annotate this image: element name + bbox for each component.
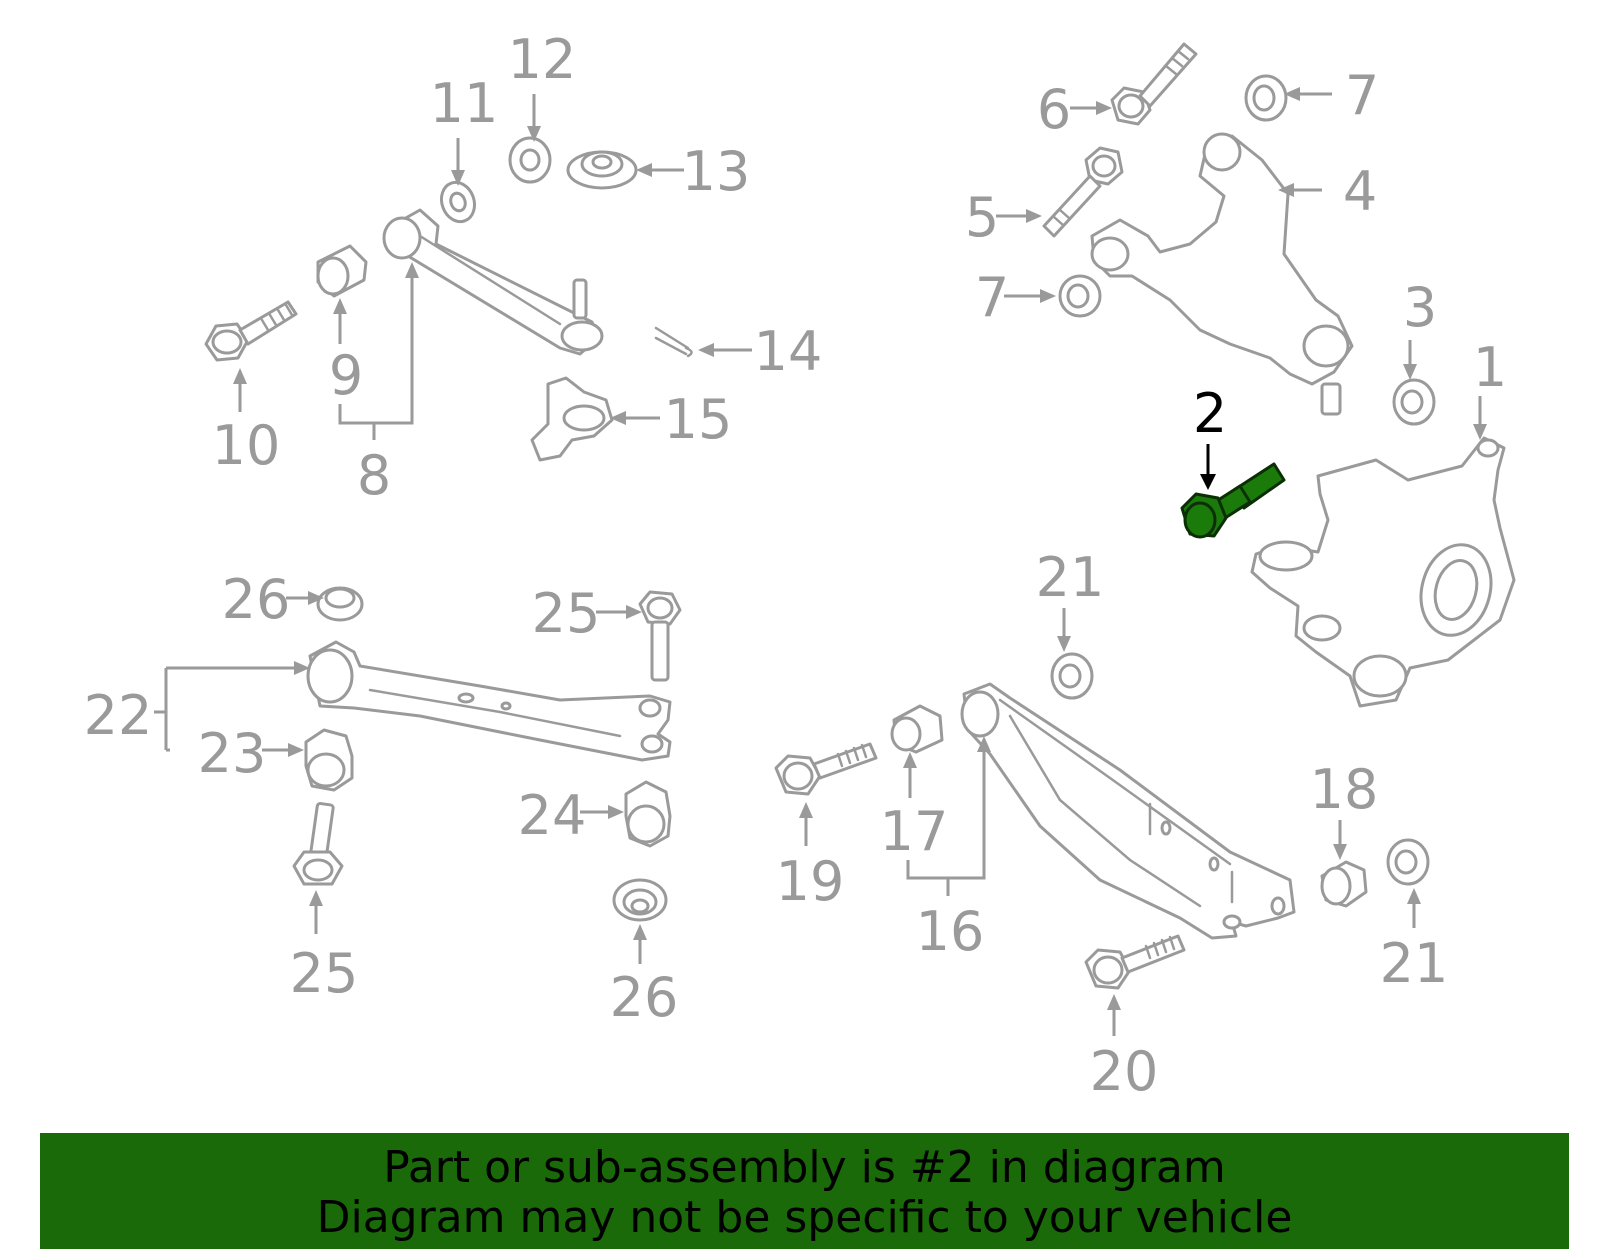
callout-23: 23 [198, 722, 267, 785]
callout-14: 14 [754, 320, 823, 383]
callout-11: 11 [430, 72, 499, 135]
callout-6: 6 [1037, 78, 1071, 141]
callout-16: 16 [916, 900, 985, 963]
part-10-bolt[interactable] [204, 300, 298, 362]
callout-25-lower: 25 [290, 942, 359, 1005]
part-8-link-arm[interactable] [382, 208, 604, 356]
leader-part-2 [1200, 444, 1216, 490]
part-13-flange-nut[interactable] [566, 150, 638, 190]
banner-line-1: Part or sub-assembly is #2 in diagram [383, 1142, 1226, 1193]
part-3-nut[interactable] [1392, 378, 1436, 426]
callout-2: 2 [1193, 382, 1227, 445]
part-26-nut-lower[interactable] [612, 878, 668, 922]
callout-7-lower: 7 [975, 266, 1009, 329]
callout-1: 1 [1473, 336, 1507, 399]
callout-3: 3 [1403, 276, 1437, 339]
part-18-bushing[interactable] [1320, 860, 1368, 908]
callout-12: 12 [508, 28, 577, 91]
leader-lines [154, 87, 1487, 1036]
callout-21-upper: 21 [1036, 546, 1105, 609]
part-21-nut-lower[interactable] [1386, 838, 1430, 886]
callout-26-upper: 26 [222, 568, 291, 631]
part-23-bushing[interactable] [304, 728, 354, 792]
part-6-bolt[interactable] [1110, 42, 1198, 126]
callout-13: 13 [682, 140, 751, 203]
part-15-bracket[interactable] [530, 376, 614, 462]
part-25-bolt-lower[interactable] [292, 802, 344, 886]
callout-22: 22 [84, 684, 153, 747]
part-22-lower-link[interactable] [306, 640, 672, 762]
part-19-bolt[interactable] [774, 742, 878, 796]
part-24-bushing[interactable] [624, 780, 672, 848]
callout-24: 24 [518, 784, 587, 847]
part-7-nut-upper[interactable] [1244, 74, 1288, 122]
callout-5: 5 [965, 186, 999, 249]
part-7-nut-lower[interactable] [1058, 274, 1102, 318]
part-20-bolt[interactable] [1084, 934, 1186, 990]
part-12-nut[interactable] [508, 136, 552, 184]
part-14-cotter-pin[interactable] [654, 326, 693, 358]
callout-8: 8 [357, 444, 391, 507]
part-21-nut-upper[interactable] [1050, 652, 1094, 700]
part-16-lower-arm[interactable] [960, 682, 1296, 940]
part-9-bushing[interactable] [316, 244, 368, 298]
info-banner: Part or sub-assembly is #2 in diagram Di… [40, 1133, 1569, 1249]
part-11-washer[interactable] [436, 178, 480, 227]
part-17-bushing[interactable] [890, 704, 944, 754]
part-25-bolt-upper[interactable] [638, 590, 682, 682]
callout-18: 18 [1310, 758, 1379, 821]
part-26-nut-upper[interactable] [316, 586, 364, 622]
callout-20: 20 [1090, 1040, 1159, 1103]
callout-21-lower: 21 [1380, 932, 1449, 995]
callout-4: 4 [1343, 160, 1377, 223]
part-2-bolt-highlighted[interactable] [1180, 462, 1286, 539]
callout-15: 15 [664, 388, 733, 451]
part-1-knuckle[interactable] [1250, 436, 1516, 708]
callout-labels: 1 2 3 4 5 6 7 7 8 9 10 11 12 13 14 15 16… [84, 28, 1508, 1103]
callout-19: 19 [776, 850, 845, 913]
callout-26-lower: 26 [610, 966, 679, 1029]
callout-17: 17 [880, 800, 949, 863]
banner-line-2: Diagram may not be specific to your vehi… [316, 1192, 1293, 1243]
callout-10: 10 [212, 414, 281, 477]
part-5-bolt[interactable] [1042, 146, 1124, 238]
callout-9: 9 [329, 344, 363, 407]
callout-7-upper: 7 [1345, 64, 1379, 127]
callout-25-upper: 25 [532, 582, 601, 645]
part-4-upper-arm[interactable] [1090, 132, 1354, 416]
